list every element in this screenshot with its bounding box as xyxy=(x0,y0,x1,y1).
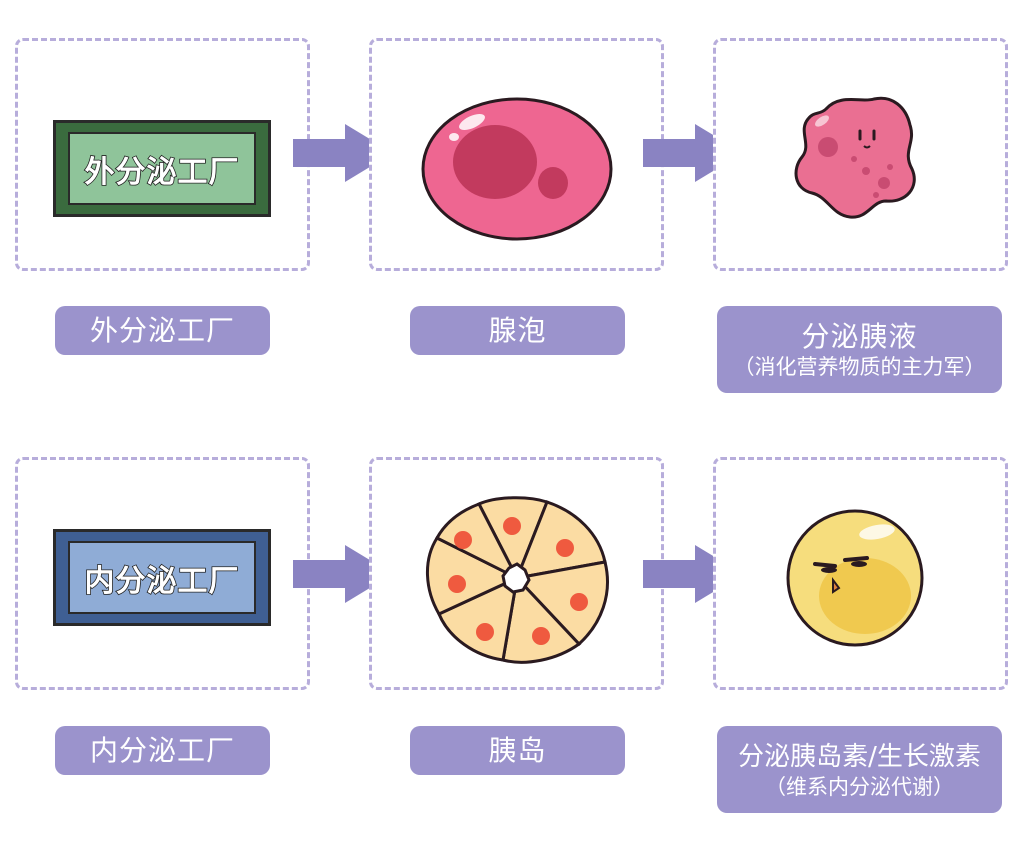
endocrine-factory-sign: 内分泌工厂 xyxy=(53,529,271,626)
acinus-panel xyxy=(369,38,664,271)
endocrine-factory-sign-text: 内分泌工厂 xyxy=(84,563,240,600)
hormone-label: 分泌胰岛素/生长激素 （维系内分泌代谢） xyxy=(717,726,1002,813)
exocrine-factory-sign-text: 外分泌工厂 xyxy=(84,154,240,191)
endocrine-factory-label: 内分泌工厂 xyxy=(55,726,270,775)
acinus-label: 腺泡 xyxy=(410,306,625,355)
pancreatic-juice-panel xyxy=(713,38,1008,271)
endocrine-factory-panel: 内分泌工厂 xyxy=(15,457,310,690)
islet-label: 胰岛 xyxy=(410,726,625,775)
acinus-icon xyxy=(421,97,613,241)
exocrine-factory-panel: 外分泌工厂 xyxy=(15,38,310,271)
pancreatic-juice-icon xyxy=(794,96,916,219)
exocrine-factory-sign: 外分泌工厂 xyxy=(53,120,271,217)
hormone-icon xyxy=(786,509,924,647)
islet-icon xyxy=(426,496,609,664)
hormone-panel xyxy=(713,457,1008,690)
pancreatic-juice-label: 分泌胰液 （消化营养物质的主力军） xyxy=(717,306,1002,393)
exocrine-factory-label: 外分泌工厂 xyxy=(55,306,270,355)
islet-panel xyxy=(369,457,664,690)
